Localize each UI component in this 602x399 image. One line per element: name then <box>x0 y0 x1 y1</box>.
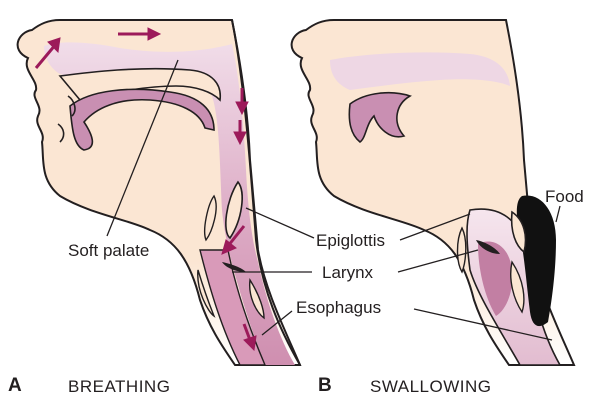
label-food: Food <box>545 188 584 205</box>
label-epiglottis: Epiglottis <box>316 232 385 249</box>
panel-b-title: SWALLOWING <box>370 378 492 395</box>
panel-a-drawing <box>18 20 314 365</box>
label-larynx: Larynx <box>322 264 373 281</box>
label-soft-palate: Soft palate <box>68 242 149 259</box>
panel-a-title: BREATHING <box>68 378 170 395</box>
label-esophagus: Esophagus <box>296 299 381 316</box>
panel-b-letter: B <box>318 376 332 395</box>
panel-a-letter: A <box>8 376 22 395</box>
